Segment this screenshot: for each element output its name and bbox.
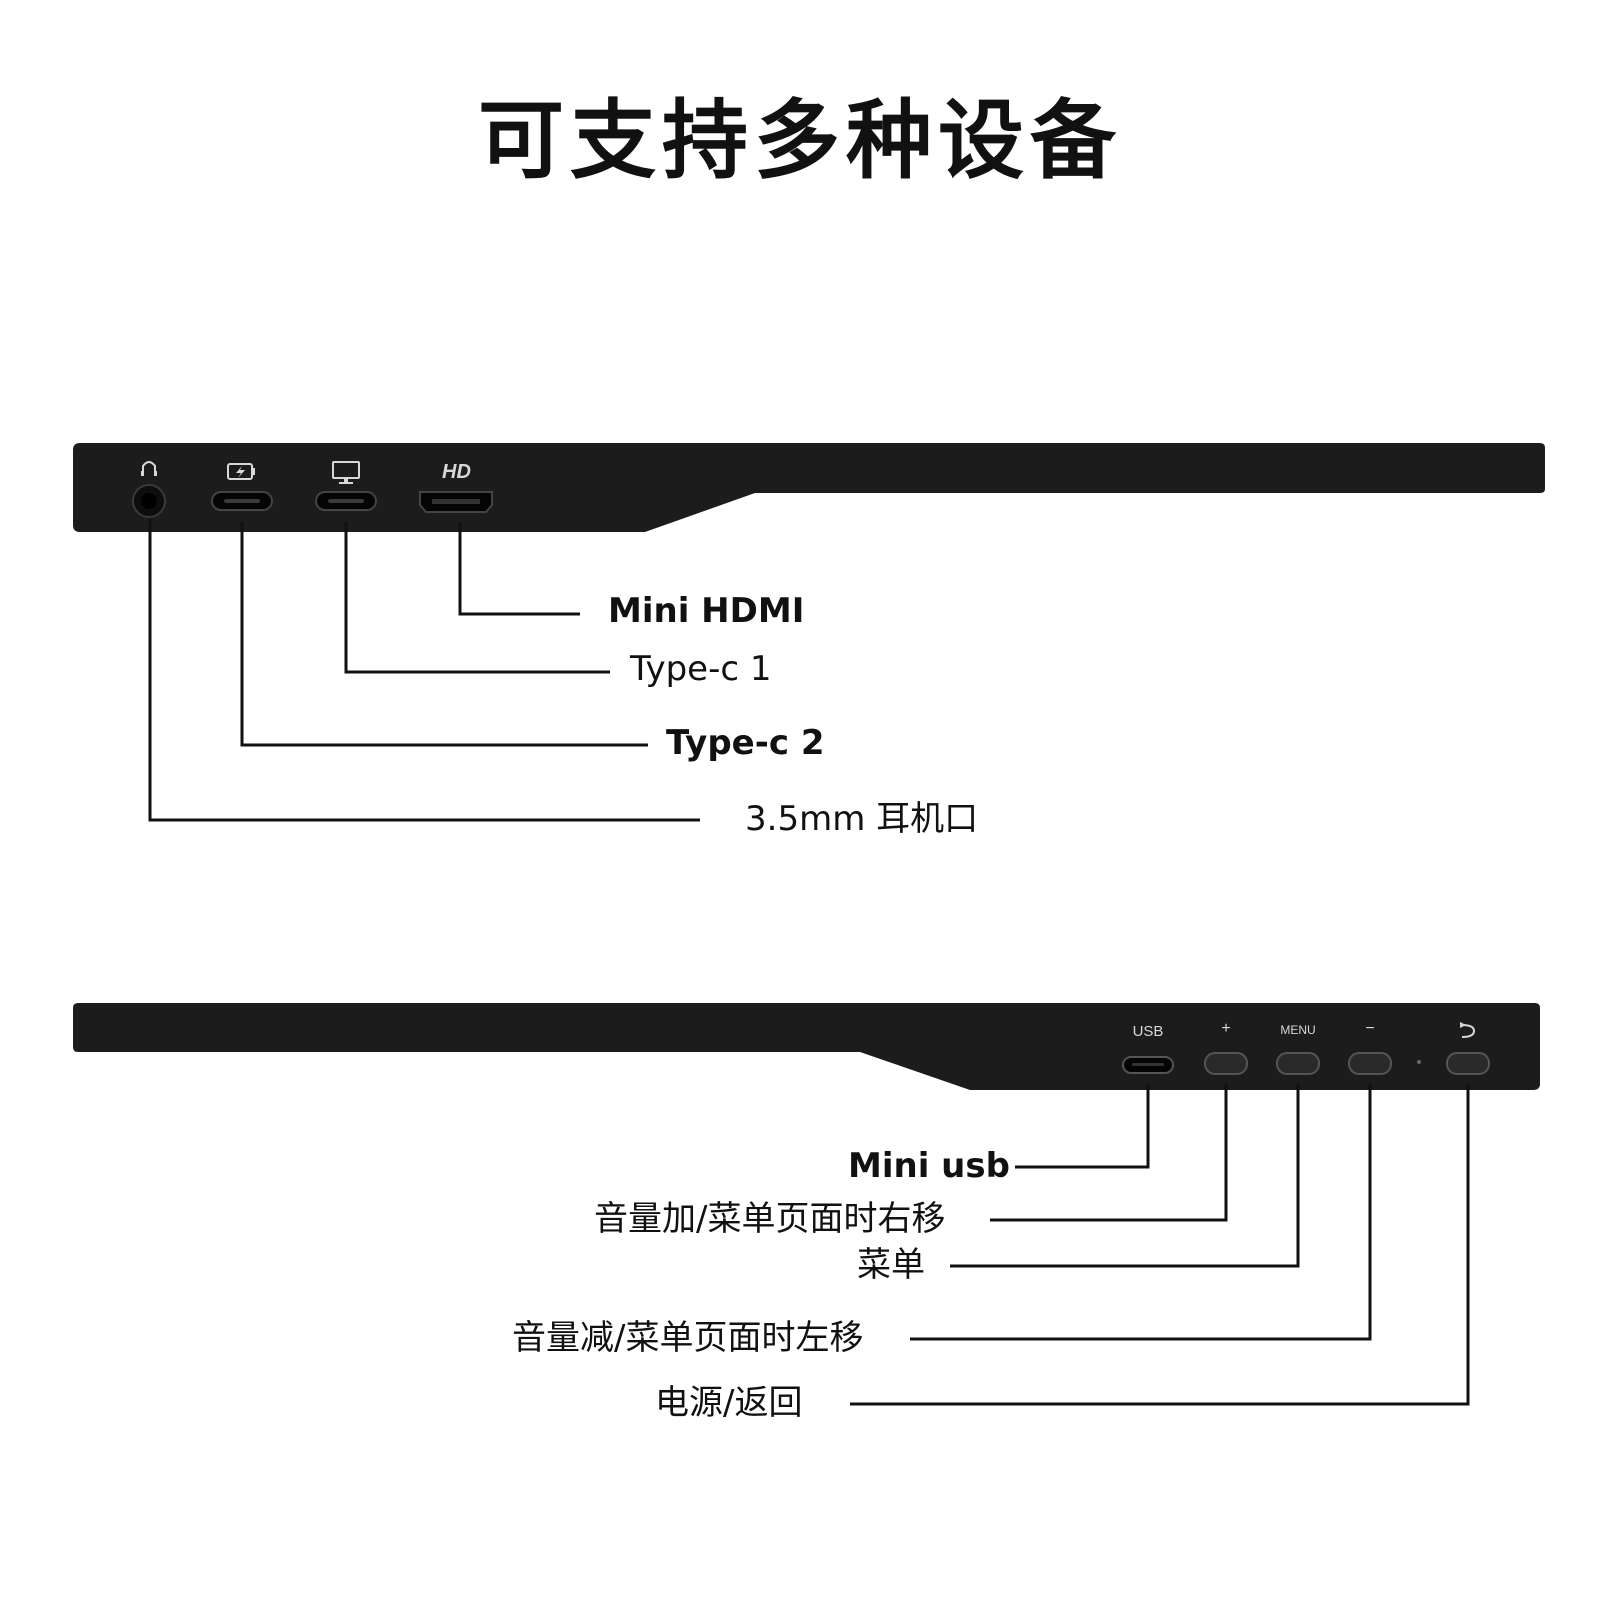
leader-power: [850, 1084, 1470, 1406]
leader-mini-usb: [1015, 1084, 1150, 1169]
volume-down-button[interactable]: [1348, 1052, 1392, 1075]
label-type-c-1: Type-c 1: [630, 649, 772, 689]
battery-charge-icon: [227, 463, 255, 480]
leader-type-c-1: [344, 522, 610, 674]
headphone-jack[interactable]: [132, 484, 166, 518]
label-volume-down: 音量减/菜单页面时左移: [512, 1318, 864, 1358]
volume-up-button[interactable]: [1204, 1052, 1248, 1075]
label-volume-up: 音量加/菜单页面时右移: [594, 1199, 946, 1239]
headphones-icon: [141, 461, 157, 476]
label-menu: 菜单: [857, 1245, 925, 1285]
power-return-icon: [1460, 1022, 1476, 1038]
leader-volume-up: [990, 1084, 1228, 1222]
hd-icon: HD: [442, 461, 471, 483]
usb-print: USB: [1133, 1023, 1164, 1040]
plus-print: +: [1221, 1020, 1230, 1037]
menu-print: MENU: [1280, 1023, 1315, 1037]
type-c-1-port[interactable]: [315, 491, 377, 511]
label-mini-hdmi: Mini HDMI: [608, 591, 805, 631]
monitor-side-left: HD: [73, 443, 1545, 822]
page-title: 可支持多种设备: [478, 91, 1122, 191]
indicator-led: [1417, 1060, 1421, 1064]
minus-print: −: [1365, 1020, 1374, 1037]
leader-mini-hdmi: [458, 522, 580, 616]
label-headphone: 3.5mm 耳机口: [745, 799, 979, 839]
monitor-side-right: USB + MENU −: [73, 1003, 1540, 1406]
label-type-c-2: Type-c 2: [666, 723, 825, 763]
type-c-2-port[interactable]: [211, 491, 273, 511]
label-power: 电源/返回: [655, 1383, 803, 1423]
label-mini-usb: Mini usb: [848, 1146, 1010, 1186]
leader-headphone: [148, 518, 700, 822]
leader-menu: [950, 1084, 1300, 1268]
mini-hdmi-port[interactable]: [419, 491, 493, 513]
leader-volume-down: [910, 1084, 1372, 1341]
mini-usb-port[interactable]: [1122, 1056, 1174, 1074]
monitor-icon: [332, 461, 360, 484]
power-button[interactable]: [1446, 1052, 1490, 1075]
menu-button[interactable]: [1276, 1052, 1320, 1075]
leader-type-c-2: [240, 522, 648, 747]
